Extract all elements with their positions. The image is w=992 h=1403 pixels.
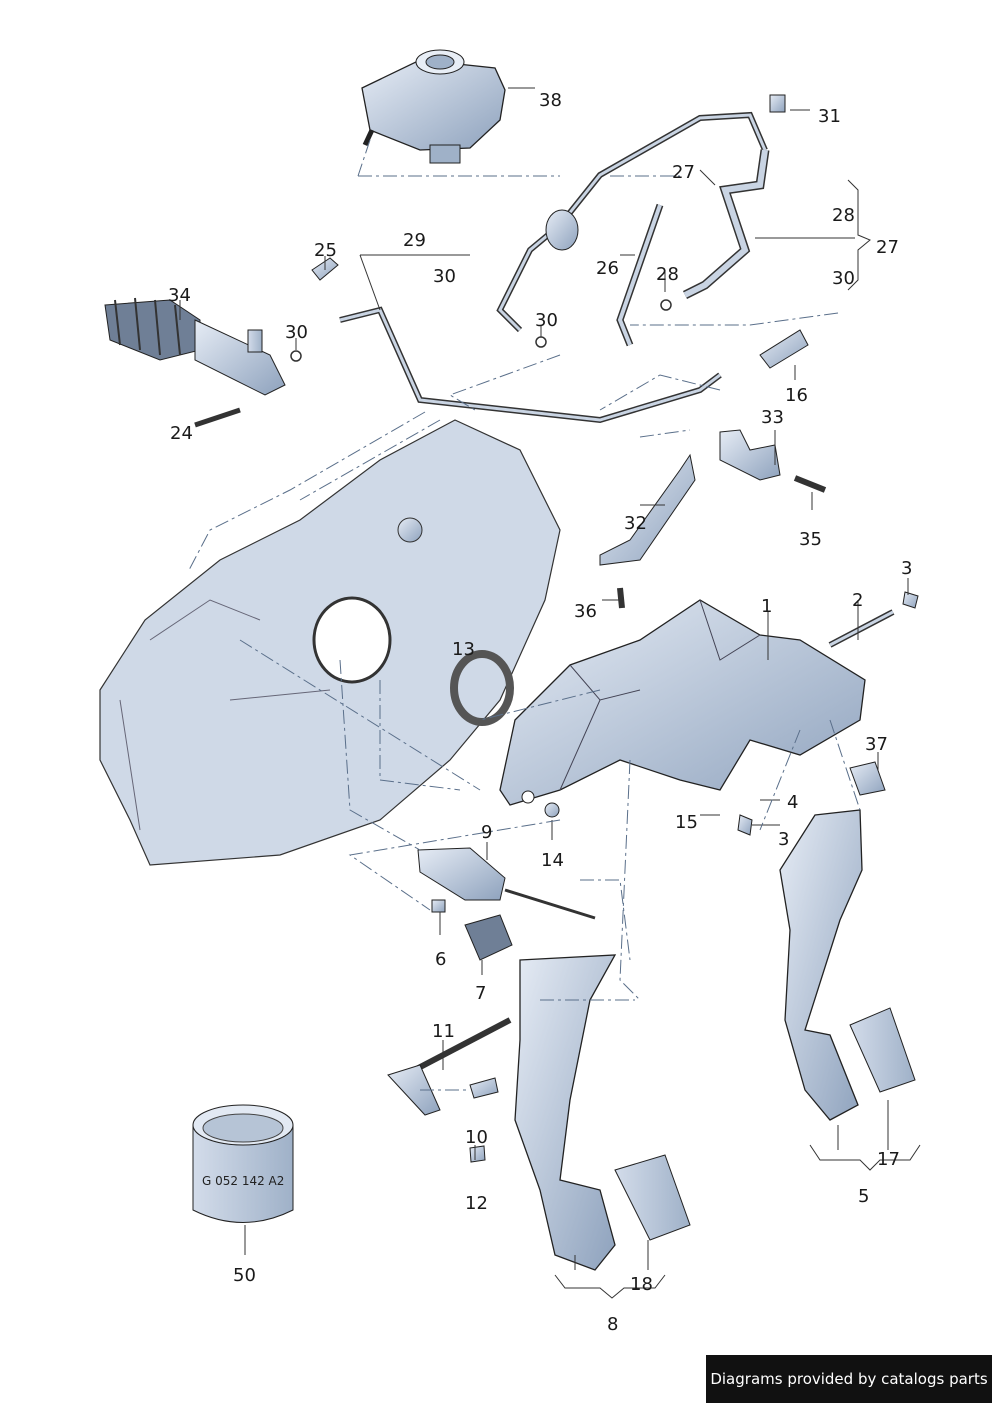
callout-50: 50 xyxy=(233,1265,256,1286)
callout-13: 13 xyxy=(452,639,475,660)
callout-5: 5 xyxy=(858,1186,870,1207)
slave-cylinder xyxy=(104,297,286,396)
bracket-32 xyxy=(599,453,696,566)
nut-37 xyxy=(849,761,886,796)
brake-pedal xyxy=(779,809,863,1121)
pin-11 xyxy=(403,1017,512,1078)
seal-30b xyxy=(535,336,547,348)
fitting-16 xyxy=(759,329,809,369)
callout-3b: 3 xyxy=(778,829,790,850)
callout-30b: 30 xyxy=(433,266,456,287)
brake-pedal-pad xyxy=(849,1007,916,1093)
bolt-24 xyxy=(194,407,241,428)
callout-36: 36 xyxy=(574,601,597,622)
footer-text: Diagrams provided by catalogs parts xyxy=(710,1370,988,1388)
callout-17: 17 xyxy=(877,1149,900,1170)
bolt-35 xyxy=(793,475,827,493)
callout-28a: 28 xyxy=(832,205,855,226)
bulkhead-edge xyxy=(119,599,331,831)
bracket-33 xyxy=(719,429,781,481)
seal-30a xyxy=(290,350,302,362)
leader-lines xyxy=(179,87,921,1299)
clutch-pipe-inner xyxy=(339,308,721,422)
callout-4: 4 xyxy=(787,792,799,813)
callout-30d: 30 xyxy=(535,310,558,331)
callout-18: 18 xyxy=(630,1274,653,1295)
callout-2: 2 xyxy=(852,590,864,611)
bulkhead-opening xyxy=(312,596,392,684)
clip-12 xyxy=(469,1145,486,1163)
ring-13 xyxy=(450,650,514,726)
footer-banner: Diagrams provided by catalogs parts xyxy=(706,1355,992,1403)
clip-3 xyxy=(902,591,919,609)
callout-31: 31 xyxy=(818,106,841,127)
callout-7: 7 xyxy=(475,983,487,1004)
callout-11: 11 xyxy=(432,1021,455,1042)
callout-16: 16 xyxy=(785,385,808,406)
callout-3a: 3 xyxy=(901,558,913,579)
callout-6: 6 xyxy=(435,949,447,970)
callout-25: 25 xyxy=(314,240,337,261)
callout-9: 9 xyxy=(481,822,493,843)
nut-14 xyxy=(544,802,560,818)
callout-12: 12 xyxy=(465,1193,488,1214)
callout-30c: 30 xyxy=(285,322,308,343)
bulkhead-stud xyxy=(397,517,423,543)
callout-33: 33 xyxy=(761,407,784,428)
callout-10: 10 xyxy=(465,1127,488,1148)
clip-6 xyxy=(431,899,446,913)
callout-26: 26 xyxy=(596,258,619,279)
callout-1: 1 xyxy=(761,596,773,617)
hose-27 xyxy=(682,149,770,300)
bush-10 xyxy=(469,1077,499,1099)
pin-2-inner xyxy=(829,610,894,647)
clutch-pedal-pad xyxy=(614,1154,691,1241)
fluid-reservoir xyxy=(361,49,506,164)
spring-7 xyxy=(464,914,513,961)
callout-14: 14 xyxy=(541,850,564,871)
callout-35: 35 xyxy=(799,529,822,550)
pedal-bracket xyxy=(499,599,866,806)
hose-clamp xyxy=(545,209,579,251)
reservoir-hose xyxy=(496,111,768,333)
callout-38: 38 xyxy=(539,90,562,111)
clip-31 xyxy=(769,94,786,113)
callout-30a: 30 xyxy=(832,268,855,289)
sleeve-marking: G 052 142 A2 xyxy=(202,1174,285,1188)
clutch-pedal xyxy=(514,954,617,1271)
callout-32: 32 xyxy=(624,513,647,534)
switch-rod xyxy=(504,888,596,920)
callout-27a: 27 xyxy=(672,162,695,183)
callout-15: 15 xyxy=(675,812,698,833)
callout-8: 8 xyxy=(607,1314,619,1335)
callout-24: 24 xyxy=(170,423,193,444)
seal-30c xyxy=(660,299,672,311)
callout-34: 34 xyxy=(168,285,191,306)
bolt-36 xyxy=(617,587,625,609)
sleeve-50 xyxy=(192,1104,294,1223)
callout-28b: 28 xyxy=(656,264,679,285)
bracket-11 xyxy=(387,1064,441,1116)
switch-9 xyxy=(417,847,506,901)
callout-29: 29 xyxy=(403,230,426,251)
callout-27b: 27 xyxy=(876,237,899,258)
reference-lines xyxy=(187,139,861,1091)
clip-3b xyxy=(737,814,753,836)
bracket-hole xyxy=(521,790,535,804)
callout-37: 37 xyxy=(865,734,888,755)
clutch-pipe xyxy=(339,306,722,424)
